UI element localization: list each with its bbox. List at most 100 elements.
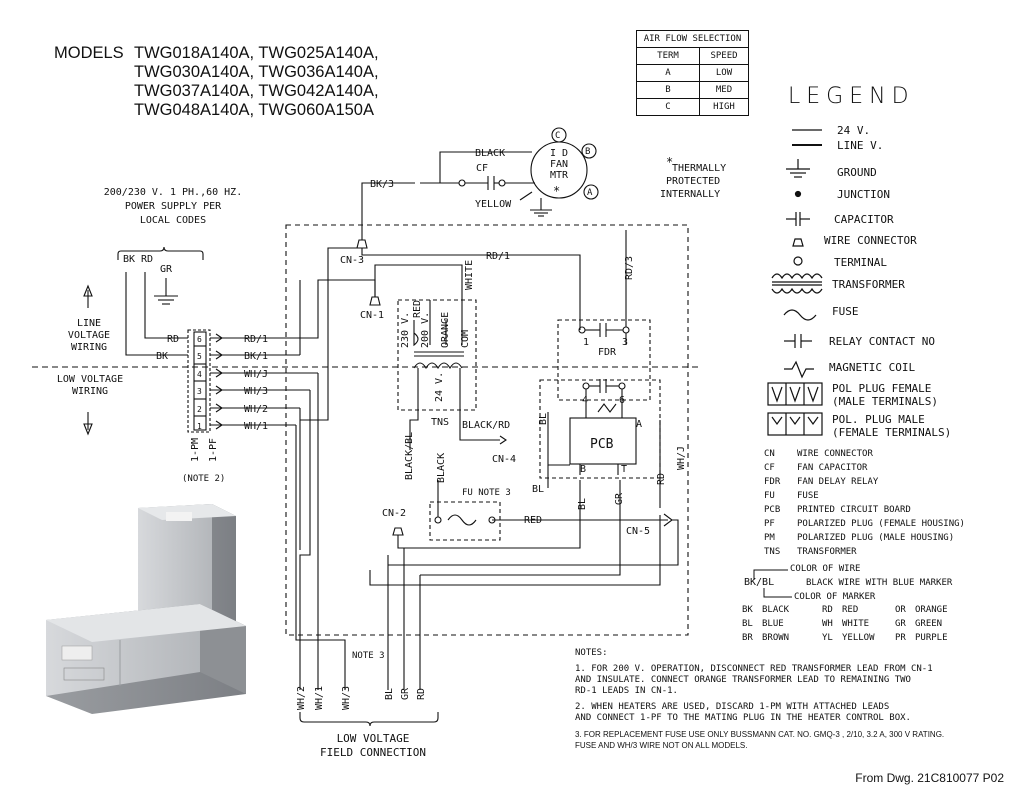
svg-text:BL: BL: [532, 484, 544, 495]
svg-text:WH/2: WH/2: [244, 404, 268, 415]
svg-text:1: 1: [197, 422, 202, 431]
svg-text:ORANGE: ORANGE: [440, 312, 451, 348]
note3-label: NOTE 3: [352, 651, 385, 661]
svg-text:BL: BL: [384, 688, 395, 700]
models-line-4: TWG048A140A, TWG060A150A: [134, 101, 374, 119]
power-supply-label: 200/230 V. 1 PH.,60 HZ. POWER SUPPLY PER…: [88, 186, 258, 228]
svg-text:3: 3: [622, 337, 628, 348]
notes-title: NOTES:: [575, 648, 608, 658]
notes-section: NOTES: 1. FOR 200 V. OPERATION, DISCONNE…: [575, 648, 995, 756]
color-code-brackets: [753, 569, 792, 598]
svg-text:GR: GR: [160, 264, 173, 275]
wire-connector-icon: [792, 238, 804, 247]
svg-text:BLACK/RD: BLACK/RD: [462, 420, 510, 431]
svg-text:1-PF: 1-PF: [208, 438, 219, 462]
svg-text:BLACK: BLACK: [475, 148, 505, 159]
svg-text:BK: BK: [156, 351, 168, 362]
svg-text:2: 2: [197, 405, 202, 414]
svg-text:BL: BL: [577, 498, 588, 510]
color-example-desc: BLACK WIRE WITH BLUE MARKER: [806, 578, 953, 588]
transformer-box: [397, 299, 477, 411]
svg-text:WH/J: WH/J: [676, 446, 687, 470]
svg-text:RD/1: RD/1: [244, 334, 268, 345]
air-handler-unit-illustration: [46, 504, 246, 714]
svg-text:B: B: [580, 464, 586, 475]
air-flow-speed: MED: [699, 81, 749, 99]
svg-text:BK/3: BK/3: [370, 179, 394, 190]
motor-terminal-c: [551, 127, 567, 143]
svg-text:CN-3: CN-3: [340, 255, 364, 266]
power-supply-line: 200/230 V. 1 PH.,60 HZ.: [103, 187, 243, 198]
terminal-label-b: B: [585, 147, 590, 157]
legend-magnetic-coil: MAGNETIC COIL: [829, 361, 916, 374]
svg-text:RD: RD: [416, 688, 427, 700]
svg-text:3: 3: [197, 387, 202, 396]
terminal-icon: [793, 256, 803, 266]
air-flow-speed: HIGH: [699, 98, 749, 116]
svg-text:CN-5: CN-5: [626, 526, 650, 537]
svg-text:WH/J: WH/J: [244, 369, 268, 380]
control-box-outline: [285, 224, 689, 636]
svg-text:BLACK/BL: BLACK/BL: [404, 432, 415, 480]
fuse-icon: [783, 309, 817, 321]
pcb-label: PCB: [590, 437, 614, 452]
terminal-label-a: A: [587, 188, 593, 198]
relay-contact-icon: [784, 334, 812, 348]
svg-text:RD/1: RD/1: [486, 251, 510, 262]
svg-text:WH/2: WH/2: [296, 686, 307, 710]
svg-text:CN-2: CN-2: [382, 508, 406, 519]
legend-line-v: LINE V.: [837, 139, 884, 152]
models-line-1: TWG018A140A, TWG025A140A,: [134, 44, 379, 62]
legend-title: LEGEND: [788, 84, 915, 109]
junction-icon: [794, 190, 802, 198]
svg-text:TNS: TNS: [431, 417, 449, 428]
drawing-reference: From Dwg. 21C810077 P02: [855, 771, 1004, 785]
svg-text:RED: RED: [412, 300, 423, 318]
svg-text:*: *: [553, 184, 560, 198]
legend-female-terminals: (FEMALE TERMINALS): [832, 426, 952, 439]
svg-text:1-PM: 1-PM: [190, 438, 201, 462]
svg-text:RED: RED: [524, 515, 542, 526]
wiring-diagram: C B A * * BLACK CF YELLOW BK/3 BK RD GR …: [32, 127, 700, 727]
svg-text:WH/1: WH/1: [314, 686, 325, 710]
svg-text:200 V.: 200 V.: [420, 312, 431, 348]
svg-text:WHITE: WHITE: [464, 260, 475, 290]
legend-transformer: TRANSFORMER: [832, 278, 905, 291]
power-supply-line: LOCAL CODES: [139, 215, 207, 226]
legend-junction: JUNCTION: [837, 188, 890, 201]
color-of-marker-label: COLOR OF MARKER: [794, 592, 876, 602]
legend-fuse: FUSE: [832, 305, 859, 318]
legend-pol-plug-male: POL. PLUG MALE: [832, 413, 925, 426]
ground-icon: [786, 159, 810, 178]
svg-text:COM: COM: [460, 330, 471, 348]
svg-text:GR: GR: [614, 492, 625, 505]
thermal-note: THERMALLY PROTECTED INTERNALLY: [660, 163, 727, 200]
svg-text:*: *: [666, 155, 673, 169]
legend-ground: GROUND: [837, 166, 877, 179]
svg-text:CF: CF: [476, 163, 488, 174]
note-1: 1. FOR 200 V. OPERATION, DISCONNECT RED …: [575, 664, 933, 696]
fu-note3-label: FU NOTE 3: [462, 488, 511, 498]
note-3: 3. FOR REPLACEMENT FUSE USE ONLY BUSSMAN…: [575, 730, 945, 750]
terminal-label-c: C: [555, 131, 560, 141]
svg-text:RD: RD: [167, 334, 179, 345]
legend-male-terminals: (MALE TERMINALS): [832, 395, 938, 408]
svg-text:BLACK: BLACK: [436, 453, 447, 483]
svg-text:230 V.: 230 V.: [400, 312, 411, 348]
